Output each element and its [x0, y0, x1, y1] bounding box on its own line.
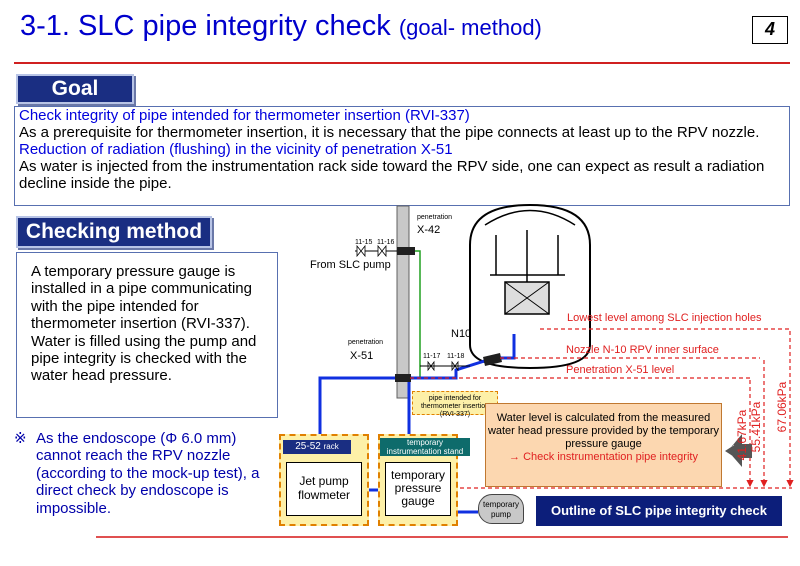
- pressure-1-label: 41.67kPa: [735, 409, 749, 461]
- valve-11-18-label: 11-18: [447, 353, 465, 360]
- x51-id-label: X-51: [350, 350, 374, 362]
- valve-11-16-label: 11-16: [377, 239, 395, 246]
- rack-tag: 25-52 rack: [283, 440, 351, 454]
- rack-tag-id: 25-52: [295, 441, 321, 452]
- goal-line-4: As water is injected from the instrument…: [19, 158, 765, 192]
- pipe-label-box: pipe intended for thermometer insertion …: [412, 391, 498, 418]
- green-line: [412, 250, 421, 378]
- x42-id-label: X-42: [417, 224, 441, 236]
- indicator-arrow-body: [742, 444, 752, 458]
- level-lowest-label: Lowest level among SLC injection holes: [567, 312, 762, 324]
- level-x51-label: Penetration X-51 level: [566, 364, 675, 376]
- page-number: 4: [752, 16, 788, 44]
- goal-line-2: As a prerequisite for thermometer insert…: [19, 124, 760, 141]
- from-slc-pump-label: From SLC pump: [310, 259, 391, 271]
- calc-text: Water level is calculated from the measu…: [487, 412, 720, 450]
- page-title: 3-1. SLC pipe integrity check (goal- met…: [20, 10, 542, 43]
- pipe-label-text: pipe intended for thermometer insertion …: [420, 395, 490, 418]
- rpv-core-x: [504, 281, 550, 315]
- title-main: 3-1. SLC pipe integrity check: [20, 10, 391, 42]
- bottom-divider: [96, 536, 788, 538]
- endoscope-note: ※ As the endoscope (Φ 6.0 mm) cannot rea…: [14, 430, 282, 517]
- temporary-pressure-gauge: temporary pressure gauge: [385, 462, 451, 516]
- valve-11-15: [356, 244, 366, 258]
- method-box: A temporary pressure gauge is installed …: [16, 252, 278, 418]
- goal-tab: Goal: [16, 74, 134, 104]
- calc-red-text: → Check instrumentation pipe integrity: [509, 451, 698, 463]
- x51-block: [395, 374, 411, 382]
- title-sub: (goal- method): [398, 15, 542, 40]
- x42-block: [397, 247, 415, 255]
- goal-box: Check integrity of pipe intended for the…: [14, 106, 790, 206]
- pressure-3-label: 67.06kPa: [775, 381, 789, 433]
- goal-line-1: Check integrity of pipe intended for the…: [19, 107, 470, 124]
- valve-11-15-label: 11-15: [355, 239, 373, 246]
- method-text: A temporary pressure gauge is installed …: [31, 263, 257, 385]
- level-nozzle-label: Nozzle N-10 RPV inner surface: [566, 344, 719, 356]
- method-tab: Checking method: [16, 216, 212, 248]
- jet-pump-flowmeter: Jet pump flowmeter: [286, 462, 362, 516]
- rack-tag-word: rack: [323, 442, 339, 451]
- indicator-arrow-head: [725, 440, 742, 462]
- goal-line-3: Reduction of radiation (flushing) in the…: [19, 141, 453, 158]
- vertical-pipe: [396, 205, 410, 399]
- blue-pipe-lower: [318, 376, 397, 430]
- note-mark: ※: [14, 430, 27, 447]
- valve-11-16: [377, 244, 387, 258]
- n10-nozzle: [483, 353, 502, 366]
- pressure-2-label: 55.41kPa: [749, 401, 763, 453]
- x51-penetration-label: penetration: [348, 339, 384, 346]
- rpv-lid: [484, 209, 576, 226]
- outline-label: Outline of SLC pipe integrity check: [536, 496, 782, 526]
- valve-11-17-label: 11-17: [423, 353, 441, 360]
- x42-penetration-label: penetration: [417, 214, 453, 221]
- temporary-pump: temporary pump: [478, 494, 524, 524]
- title-divider: [14, 62, 790, 64]
- note-text: As the endoscope (Φ 6.0 mm) cannot reach…: [36, 430, 260, 517]
- stand-tag: temporary instrumentation stand: [380, 438, 470, 456]
- calculation-box: Water level is calculated from the measu…: [485, 403, 722, 487]
- n10-label: N10: [451, 328, 472, 340]
